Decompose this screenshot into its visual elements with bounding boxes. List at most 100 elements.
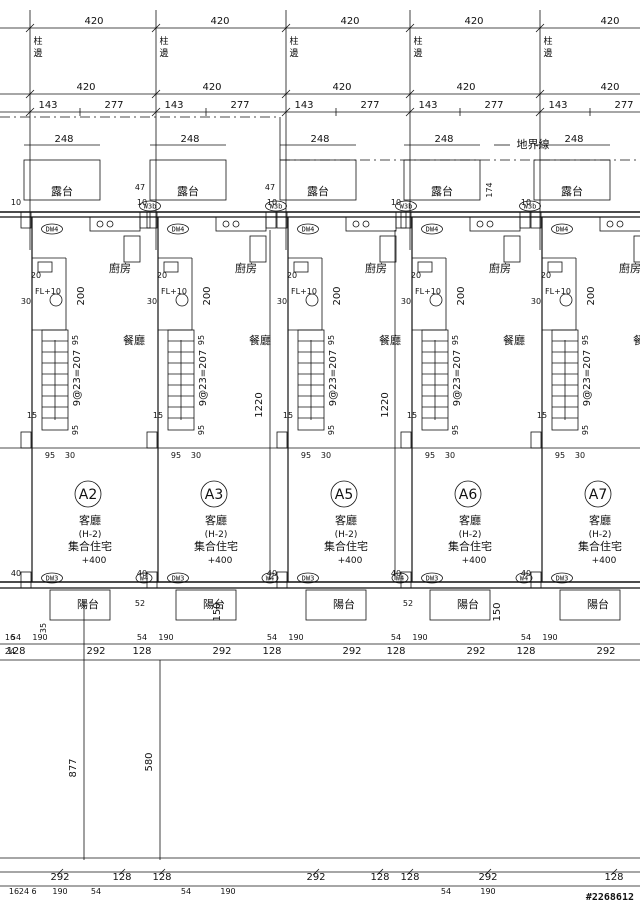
unit-a3-dining-label: 餐廳 bbox=[249, 333, 271, 347]
bottom-sub-dim-label: 54 bbox=[91, 887, 101, 896]
unit-a5-level-label: +400 bbox=[338, 556, 363, 566]
unit-a5-row-292-label: 292 bbox=[342, 646, 361, 657]
unit-a3-dim-20-label: 20 bbox=[157, 271, 167, 280]
dimension-tick bbox=[535, 23, 545, 33]
unit-a2-window-w3b-outline bbox=[139, 200, 161, 212]
sub-dim-label: 277 bbox=[104, 100, 123, 111]
unit-a3-kitchen-counter bbox=[215, 216, 267, 232]
unit-a3-post bbox=[146, 211, 158, 229]
unit-a6-balcony-190-label: 190 bbox=[412, 633, 427, 642]
unit-a6-row-292-label: 292 bbox=[466, 646, 485, 657]
unit-a7-dim-20-label: 20 bbox=[541, 271, 551, 280]
unit-a2-kitchen-label: 廚房 bbox=[109, 261, 131, 275]
unit-a7-balcony-outline bbox=[559, 589, 621, 621]
unit-a3-stair-width-label: 95 bbox=[171, 451, 181, 460]
unit-a7-id-label: A7 bbox=[589, 487, 607, 503]
unit-a2-window-dw4-outline bbox=[41, 223, 63, 235]
unit-a5-post bbox=[276, 571, 288, 589]
column-edge-label: 柱 bbox=[289, 35, 298, 47]
unit-a5-window-w4: W4 bbox=[396, 575, 404, 583]
dim-174-label: 174 bbox=[485, 182, 494, 197]
unit-a7-balcony-54-label: 54 bbox=[521, 633, 531, 642]
dim-52-label: 52 bbox=[135, 599, 145, 608]
dimension-tick bbox=[405, 89, 415, 99]
unit-a6-post bbox=[400, 431, 412, 449]
unit-a6-kitchen-label: 廚房 bbox=[489, 261, 511, 275]
unit-a6-fridge bbox=[503, 235, 521, 263]
unit-a3-dim-30-label: 30 bbox=[147, 297, 157, 306]
unit-a2-window-w4: W4 bbox=[140, 575, 148, 583]
unit-a7-toilet bbox=[559, 293, 573, 307]
sub-dim-label: 277 bbox=[360, 100, 379, 111]
dim-35-label: 35 bbox=[39, 623, 48, 633]
unit-a2-balcony-label: 陽台 bbox=[77, 597, 99, 611]
unit-a6-toilet bbox=[429, 293, 443, 307]
second-row-dim-label: 420 bbox=[332, 82, 351, 93]
terrace-dim-label: 248 bbox=[310, 134, 329, 145]
boundary-line-label: 地界線 bbox=[517, 137, 550, 151]
unit-a6-balcony-label: 陽台 bbox=[457, 597, 479, 611]
unit-a6-level-label: +400 bbox=[462, 556, 487, 566]
unit-a3-use-label: 集合住宅 bbox=[194, 539, 238, 553]
unit-a6-window-dw4: DW4 bbox=[426, 226, 439, 234]
bottom-sub-dim-label: 6 bbox=[31, 887, 36, 896]
second-row-dim-label: 420 bbox=[76, 82, 95, 93]
unit-a7-dim-30-label: 30 bbox=[531, 297, 541, 306]
dim-10-label: 10 bbox=[521, 198, 531, 207]
unit-a2-level-label: +400 bbox=[82, 556, 107, 566]
unit-a2-bath-level-label: FL+10 bbox=[35, 287, 61, 296]
unit-a6-kitchen-counter bbox=[469, 216, 521, 232]
unit-a6-window-w3b-outline bbox=[519, 200, 541, 212]
unit-a2-dim-30-label: 30 bbox=[21, 297, 31, 306]
unit-a3-stove-burner bbox=[222, 220, 230, 228]
unit-a2-post bbox=[20, 211, 32, 229]
dim-47-label: 47 bbox=[265, 183, 275, 192]
unit-a2-window-w4-outline bbox=[135, 572, 153, 584]
column-edge-label: 柱 bbox=[159, 35, 168, 47]
unit-a2-id-label: A2 bbox=[79, 487, 97, 503]
unit-a6-sink bbox=[417, 261, 433, 273]
unit-a3-window-w3b: W3b bbox=[270, 203, 283, 211]
unit-a2-post bbox=[20, 571, 32, 589]
unit-a2-dining-label: 餐廳 bbox=[123, 333, 145, 347]
unit-a7-dim-40-label: 40 bbox=[521, 569, 531, 578]
bottom-row-dim-label: 128 bbox=[370, 872, 389, 883]
dimension-tick bbox=[535, 107, 545, 117]
bottom-sub-dim-label: 190 bbox=[480, 887, 495, 896]
bottom-sub-dim-label: 54 bbox=[181, 887, 191, 896]
unit-a5-stove-burner bbox=[362, 220, 370, 228]
unit-a5-window-dw4-outline bbox=[297, 223, 319, 235]
plan-linework bbox=[0, 10, 640, 887]
unit-a5-stair-outline bbox=[297, 329, 325, 431]
column-dim-label: 420 bbox=[464, 16, 483, 27]
bottom-sub-dim-label: 54 bbox=[441, 887, 451, 896]
unit-a2-row-128-label: 128 bbox=[6, 646, 25, 657]
unit-a7-door-dw3-outline bbox=[551, 572, 573, 584]
unit-a7-balcony-190-label: 190 bbox=[542, 633, 557, 642]
unit-a5-post bbox=[276, 211, 288, 229]
column-edge-label: 柱 bbox=[33, 35, 42, 47]
unit-a5-window-w3b-outline bbox=[395, 200, 417, 212]
depth-dim-label-2: 1220 bbox=[380, 392, 391, 417]
dimension-tick bbox=[151, 107, 161, 117]
unit-a5-fridge bbox=[379, 235, 397, 263]
unit-a6-zone-label: (H-2) bbox=[459, 530, 482, 540]
bottom-dim-tick bbox=[158, 868, 166, 876]
unit-a5-window-w3b: W3b bbox=[400, 203, 413, 211]
unit-a5-balcony-label: 陽台 bbox=[333, 597, 355, 611]
bottom-sub-dim-label: 24 bbox=[19, 887, 29, 896]
bottom-row-dim-label: 128 bbox=[400, 872, 419, 883]
unit-a2-balcony-outline bbox=[49, 589, 111, 621]
unit-a2-sink bbox=[37, 261, 53, 273]
unit-a7-kitchen-label: 廚房 bbox=[619, 261, 640, 275]
unit-a6-kitchen-dim-label: 200 bbox=[456, 286, 467, 305]
column-edge-label: 邊 bbox=[159, 47, 168, 59]
unit-a3-balcony-190-label: 190 bbox=[158, 633, 173, 642]
unit-a3-stair-dim-label: 9@23=207 bbox=[198, 350, 209, 407]
unit-a6-dim-15-label: 15 bbox=[407, 411, 417, 420]
dim-10-label: 10 bbox=[267, 198, 277, 207]
bottom-dim-tick bbox=[56, 868, 64, 876]
unit-a3-stair-top-label: 95 bbox=[197, 335, 206, 345]
unit-a6-door-dw3: DW3 bbox=[426, 575, 439, 583]
